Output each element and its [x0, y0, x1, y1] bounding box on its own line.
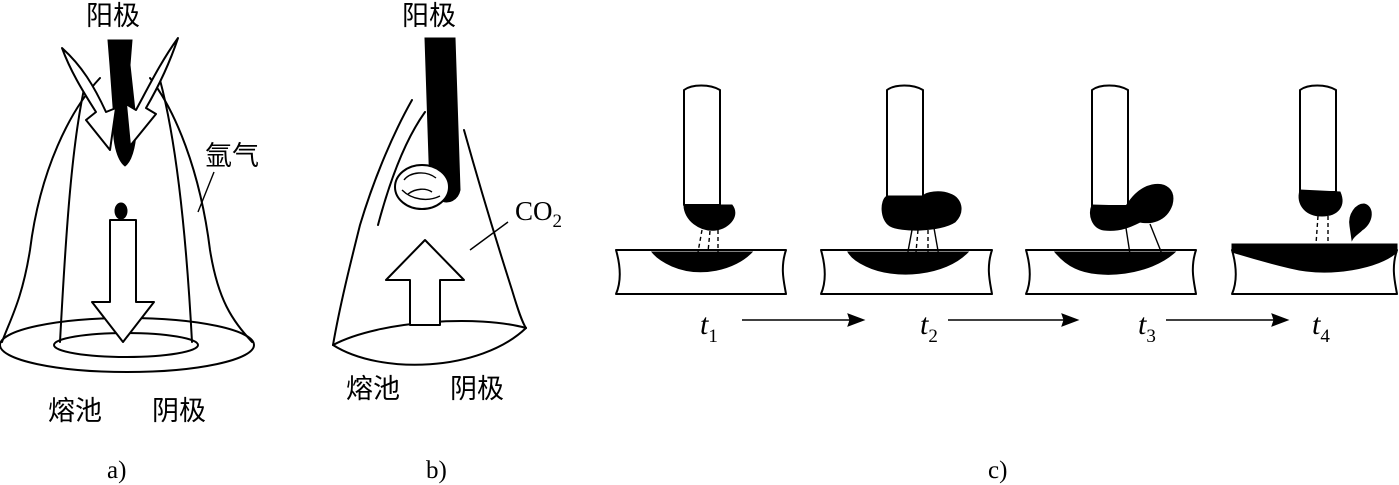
transfer-direction-arrow-up [385, 239, 465, 326]
arc-lines [697, 229, 719, 253]
droplet-1 [114, 202, 128, 220]
co2-label: CO2 [515, 196, 562, 232]
arc-lines [1315, 215, 1329, 245]
panel-a: 阳极 氩气 熔池 阴极 a) [0, 1, 259, 484]
electrode-wire [886, 84, 924, 199]
anode-label-b: 阳极 [402, 1, 456, 32]
co2-shield-gas-bell [332, 99, 527, 366]
stage-t2 [820, 84, 993, 295]
argon-label: 氩气 [205, 141, 259, 172]
detached-droplet [1349, 203, 1372, 242]
argon-leader-line [197, 171, 215, 213]
panel-c: t1 t2 t3 t4 c) [615, 84, 1398, 484]
cathode-label-b: 阴极 [450, 374, 504, 405]
stage-t4 [1231, 84, 1398, 295]
caption-c: c) [988, 457, 1007, 484]
time-label-t2: t2 [920, 308, 938, 347]
time-arrow-1 [742, 313, 866, 327]
pool-label-a: 熔池 [48, 396, 102, 427]
caption-b: b) [426, 457, 447, 484]
time-label-t1: t1 [700, 308, 718, 347]
gas-flow-arrow-left [61, 47, 117, 151]
anode-electrode [107, 39, 137, 167]
weld-pool [847, 251, 970, 275]
weld-pool [650, 251, 754, 273]
arc-lines [1125, 223, 1163, 255]
cathode-label-a: 阴极 [152, 396, 206, 427]
anode-label-a: 阳极 [86, 1, 140, 32]
weld-pool [1231, 243, 1398, 273]
weld-pool [1053, 251, 1177, 275]
transfer-direction-arrow [91, 219, 155, 343]
droplet [1090, 183, 1174, 231]
electrode-wire [1091, 84, 1129, 207]
time-arrow-3 [1166, 313, 1290, 327]
caption-a: a) [107, 457, 126, 484]
droplet [683, 204, 736, 231]
electrode-wire [1299, 84, 1337, 193]
panel-b: 阳极 CO2 熔池 阴极 b) [332, 1, 562, 484]
stage-t3 [1025, 84, 1197, 295]
electrode-wire [683, 84, 721, 206]
arc-lines [905, 227, 941, 263]
droplet [1298, 189, 1343, 217]
co2-leader-line [469, 221, 509, 251]
time-arrow-2 [948, 313, 1080, 327]
gas-flow-arrow-right [125, 37, 179, 147]
large-globular-droplet [394, 164, 450, 210]
time-label-t3: t3 [1138, 308, 1156, 347]
time-label-t4: t4 [1312, 308, 1330, 347]
pool-label-b: 熔池 [346, 374, 400, 405]
droplet [881, 191, 962, 231]
stage-t1 [615, 84, 787, 295]
